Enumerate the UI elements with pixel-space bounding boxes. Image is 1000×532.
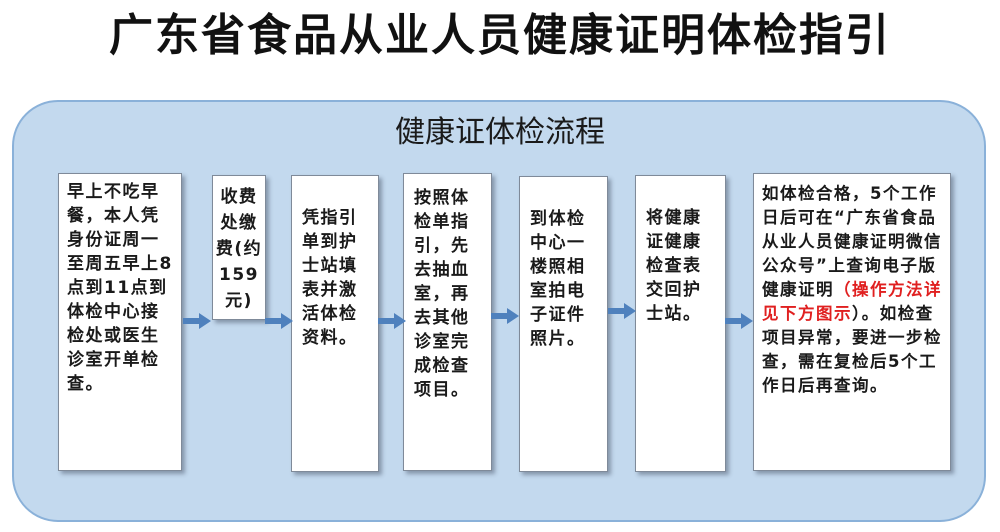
step-2-text: 收费处缴费(约159元) bbox=[215, 187, 263, 311]
arrow-right-icon bbox=[183, 313, 211, 329]
step-4-text: 按照体检单指引，先去抽血室，再去其他诊室完成检查项目。 bbox=[414, 188, 470, 400]
step-7-text: 如体检合格，5个工作日后可在“广东省食品从业人员健康证明微信公众号”上查询电子版… bbox=[762, 184, 942, 299]
step-4-box: 按照体检单指引，先去抽血室，再去其他诊室完成检查项目。 bbox=[403, 173, 492, 471]
step-1-box: 早上不吃早餐，本人凭身份证周一至周五早上8点到11点到体检中心接检处或医生诊室开… bbox=[58, 173, 182, 471]
arrow-right-icon bbox=[491, 308, 519, 324]
step-7-box: 如体检合格，5个工作日后可在“广东省食品从业人员健康证明微信公众号”上查询电子版… bbox=[753, 173, 951, 471]
arrow-right-icon bbox=[725, 313, 753, 329]
panel-title: 健康证体检流程 bbox=[395, 115, 605, 150]
step-7-text-end: ）。如检查项目异常，要进一步检查，需在复检后5个工作日后再查询。 bbox=[762, 304, 942, 395]
step-3-box: 凭指引单到护士站填表并激活体检资料。 bbox=[291, 175, 379, 472]
main-title: 广东省食品从业人员健康证明体检指引 bbox=[109, 10, 891, 61]
step-6-box: 将健康证健康检查表交回护士站。 bbox=[635, 175, 726, 472]
step-2-box: 收费处缴费(约159元) bbox=[212, 175, 266, 320]
step-3-text: 凭指引单到护士站填表并激活体检资料。 bbox=[302, 208, 358, 348]
step-1-text: 早上不吃早餐，本人凭身份证周一至周五早上8点到11点到体检中心接检处或医生诊室开… bbox=[67, 182, 173, 394]
arrow-right-icon bbox=[265, 313, 293, 329]
step-5-box: 到体检中心一楼照相室拍电子证件照片。 bbox=[519, 176, 608, 472]
step-5-text: 到体检中心一楼照相室拍电子证件照片。 bbox=[530, 209, 586, 349]
step-7-highlight: （操作方法详见下方图示 bbox=[762, 280, 942, 323]
step-6-text: 将健康证健康检查表交回护士站。 bbox=[646, 208, 702, 324]
arrow-right-icon bbox=[608, 303, 636, 319]
arrow-right-icon bbox=[378, 313, 406, 329]
